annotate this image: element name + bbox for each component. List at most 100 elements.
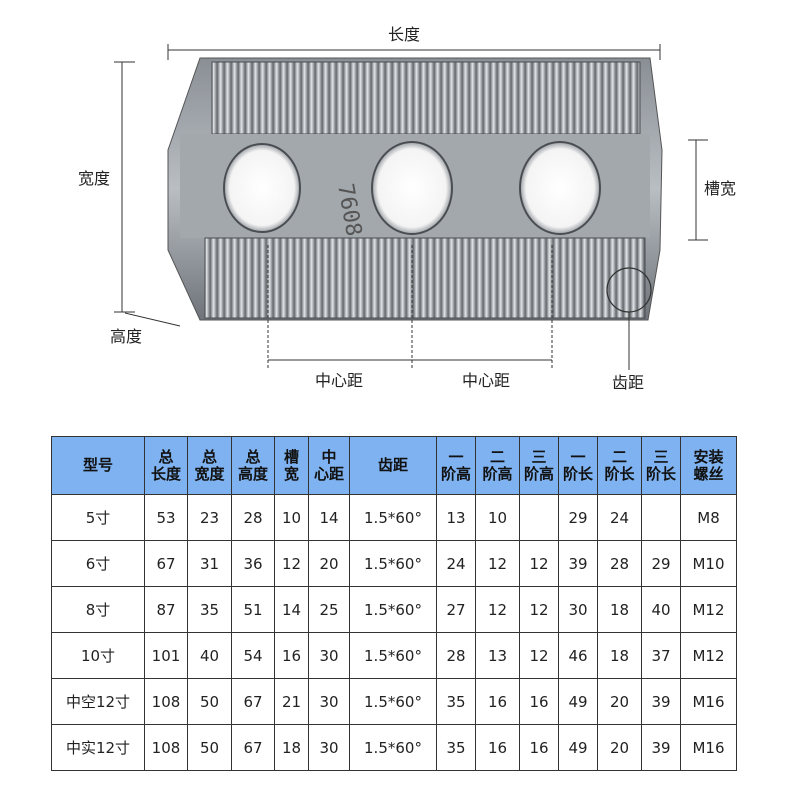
header-cell: 一阶高: [436, 436, 476, 495]
value-cell: 12: [519, 632, 559, 679]
model-cell: 10寸: [51, 632, 145, 679]
header-cell-line: 型号: [82, 456, 113, 474]
value-cell: 16: [519, 724, 559, 771]
value-cell: 14: [308, 494, 350, 541]
value-cell: 1.5*60°: [349, 632, 437, 679]
value-cell: 16: [274, 632, 309, 679]
value-cell: 37: [641, 632, 681, 679]
header-cell-line: 二: [611, 447, 627, 466]
header-cell: 三阶长: [641, 436, 681, 495]
header-cell: 槽宽: [274, 436, 309, 495]
header-cell-line: 阶高: [523, 464, 554, 483]
header-cell-line: 一: [570, 447, 586, 466]
header-cell-line: 总: [245, 447, 261, 466]
header-cell: 一阶长: [558, 436, 598, 495]
model-cell: 中空12寸: [51, 678, 145, 725]
value-cell: 13: [436, 494, 476, 541]
value-cell: M12: [680, 586, 737, 633]
top-teeth: [211, 61, 641, 135]
value-cell: 30: [558, 586, 598, 633]
label-height: 高度: [110, 327, 142, 346]
model-cell: 5寸: [51, 494, 145, 541]
value-cell: 23: [187, 494, 232, 541]
value-cell: 1.5*60°: [349, 494, 437, 541]
value-cell: 12: [519, 540, 559, 587]
value-cell: 12: [274, 540, 309, 587]
header-cell-line: 高度: [237, 464, 268, 483]
jaw-part: 7608: [167, 57, 663, 321]
model-cell: 中实12寸: [51, 724, 145, 771]
header-cell-line: 总: [158, 447, 174, 466]
header-cell-line: 长度: [150, 464, 181, 483]
header-cell-line: 一: [448, 447, 464, 466]
value-cell: 24: [436, 540, 476, 587]
hole-middle: [371, 141, 453, 235]
value-cell: 67: [231, 724, 275, 771]
header-cell: 安装螺丝: [680, 436, 737, 495]
label-slot-width: 槽宽: [704, 179, 736, 198]
label-length: 长度: [388, 25, 420, 44]
value-cell: 1.5*60°: [349, 724, 437, 771]
value-cell: 24: [597, 494, 642, 541]
label-width: 宽度: [78, 169, 110, 188]
value-cell: 50: [187, 678, 232, 725]
value-cell: 35: [187, 586, 232, 633]
value-cell: M10: [680, 540, 737, 587]
header-cell-line: 三: [531, 447, 547, 466]
bottom-teeth: [204, 237, 646, 319]
header-cell-line: 齿距: [377, 456, 408, 474]
header-cell: 齿距: [349, 436, 437, 495]
header-cell-line: 阶高: [440, 464, 471, 483]
value-cell: 18: [597, 586, 642, 633]
value-cell: 29: [641, 540, 681, 587]
value-cell: 46: [558, 632, 598, 679]
value-cell: 1.5*60°: [349, 540, 437, 587]
value-cell: 40: [187, 632, 232, 679]
value-cell: 10: [274, 494, 309, 541]
value-cell: M16: [680, 724, 737, 771]
value-cell: 12: [475, 540, 520, 587]
value-cell: 39: [558, 540, 598, 587]
header-cell-line: 螺丝: [693, 464, 724, 483]
value-cell: 108: [144, 724, 188, 771]
jaw-diagram: 7608 长度 宽度 高度 槽宽 中心距 中心距 齿距: [78, 25, 736, 392]
header-cell-line: 心距: [313, 464, 344, 483]
value-cell: 39: [641, 678, 681, 725]
value-cell: M8: [680, 494, 737, 541]
value-cell: 13: [475, 632, 520, 679]
value-cell: 1.5*60°: [349, 586, 437, 633]
header-cell: 总宽度: [187, 436, 232, 495]
value-cell: 1.5*60°: [349, 678, 437, 725]
header-row: 型号总长度总宽度总高度槽宽中心距齿距一阶高二阶高三阶高一阶长二阶长三阶长安装螺丝: [51, 436, 737, 495]
value-cell: 10: [475, 494, 520, 541]
header-cell: 三阶高: [519, 436, 559, 495]
value-cell: 35: [436, 678, 476, 725]
value-cell: 108: [144, 678, 188, 725]
spec-table: 型号总长度总宽度总高度槽宽中心距齿距一阶高二阶高三阶高一阶长二阶长三阶长安装螺丝…: [51, 436, 737, 771]
value-cell: 40: [641, 586, 681, 633]
header-cell: 中心距: [308, 436, 350, 495]
value-cell: 50: [187, 724, 232, 771]
label-tooth-pitch: 齿距: [612, 373, 644, 392]
header-cell-line: 阶长: [562, 464, 593, 483]
value-cell: 27: [436, 586, 476, 633]
header-cell: 型号: [51, 436, 145, 495]
value-cell: 54: [231, 632, 275, 679]
value-cell: 30: [308, 724, 350, 771]
header-cell: 二阶长: [597, 436, 642, 495]
value-cell: 36: [231, 540, 275, 587]
value-cell: 51: [231, 586, 275, 633]
value-cell: [519, 494, 559, 541]
value-cell: 53: [144, 494, 188, 541]
value-cell: 49: [558, 678, 598, 725]
header-cell-line: 安装: [693, 447, 724, 466]
header-cell: 总长度: [144, 436, 188, 495]
value-cell: 30: [308, 632, 350, 679]
value-cell: 49: [558, 724, 598, 771]
value-cell: 16: [519, 678, 559, 725]
value-cell: 14: [274, 586, 309, 633]
